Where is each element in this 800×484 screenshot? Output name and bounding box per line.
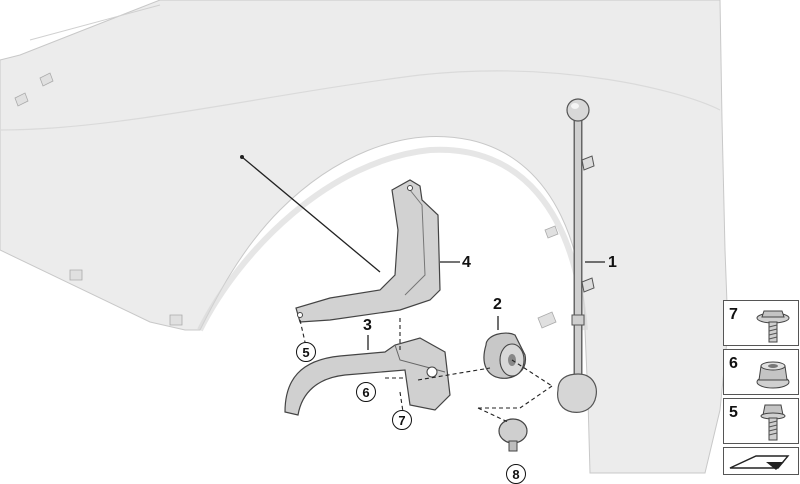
circle-callout-cut: 8	[506, 464, 526, 484]
legend-number: 6	[729, 355, 738, 372]
callout-antenna: 1	[608, 254, 617, 271]
callout-bracket-upper: 4	[462, 254, 471, 271]
legend-number: 5	[729, 404, 738, 421]
fastener-legend: 7 6 5	[723, 300, 800, 478]
upper-bracket	[295, 179, 441, 323]
arrow-icon	[729, 455, 790, 470]
assembly-lines	[299, 318, 553, 423]
exploded-view	[0, 0, 729, 474]
hex-nut-icon	[756, 361, 790, 389]
circle-callout-nut: 6	[356, 382, 376, 402]
hex-screw-icon	[760, 404, 786, 441]
bushing	[483, 332, 527, 379]
legend-item-flange-bolt: 7	[723, 300, 799, 346]
cap	[498, 418, 528, 452]
legend-item-hex-screw: 5	[723, 398, 799, 444]
antenna-rod	[557, 98, 597, 413]
legend-number: 7	[729, 306, 738, 323]
legend-item-arrow	[723, 447, 799, 475]
callout-bracket-lower: 3	[363, 317, 372, 334]
lower-bracket	[284, 337, 451, 416]
circle-callout-bolt: 7	[392, 410, 412, 430]
legend-item-hex-nut: 6	[723, 349, 799, 395]
circle-callout-screw: 5	[296, 342, 316, 362]
flange-bolt-icon	[756, 310, 790, 343]
fender-leader-line	[241, 156, 381, 273]
fender-panel	[0, 0, 729, 474]
callout-bushing: 2	[493, 296, 502, 313]
